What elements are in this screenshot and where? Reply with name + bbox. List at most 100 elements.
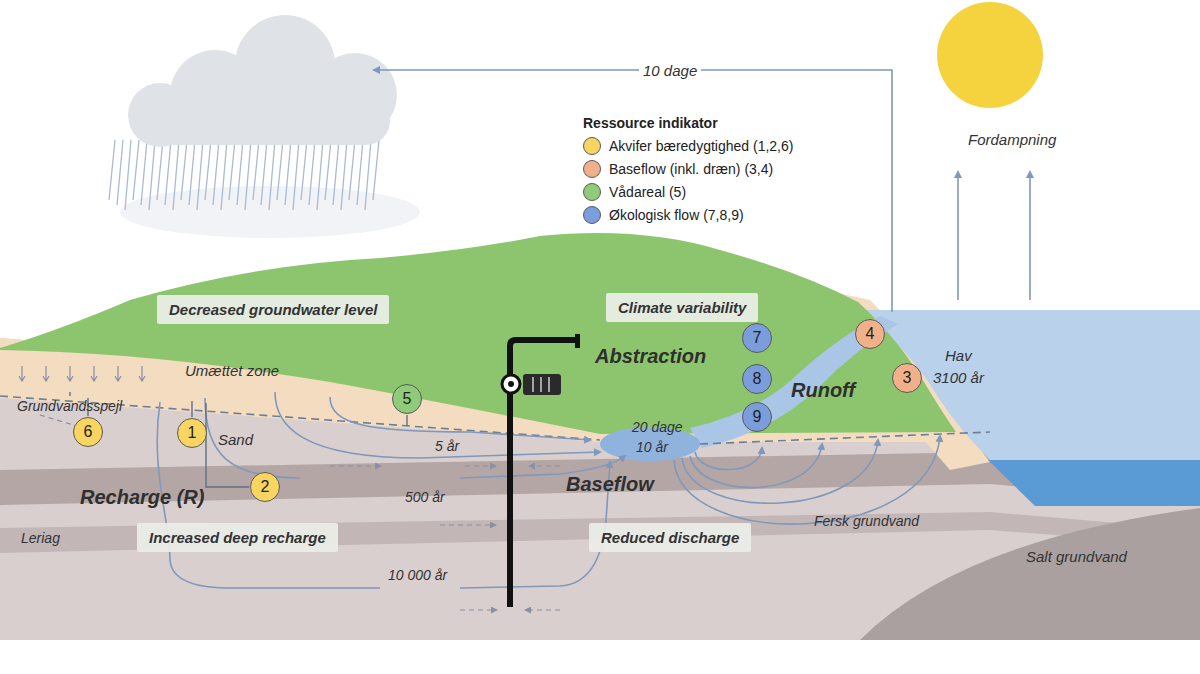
illustration-part — [109, 140, 379, 210]
illustration-part — [237, 140, 243, 205]
box-text: Climate variability — [618, 299, 746, 316]
callout-text: 7 — [753, 329, 762, 347]
illustration-part — [330, 465, 380, 466]
callout-text: 9 — [753, 408, 762, 426]
illustration-part — [277, 140, 283, 200]
legend-swatch — [583, 160, 601, 178]
illustration-part — [690, 444, 822, 488]
illustration-part — [173, 140, 179, 210]
text-label: 20 dage — [632, 419, 683, 435]
illustration-part — [67, 366, 73, 381]
illustration-part — [253, 140, 259, 200]
illustration-part — [317, 140, 323, 210]
illustration-part — [374, 70, 892, 312]
callout-text: 8 — [753, 370, 762, 388]
callout-number: 6 — [73, 417, 103, 447]
legend-swatch — [583, 206, 601, 224]
label-box: Climate variability — [606, 293, 758, 322]
text-label: Abstraction — [595, 345, 706, 368]
illustration-part — [125, 140, 131, 210]
illustration-part — [510, 340, 578, 360]
illustration-part — [0, 640, 1200, 674]
callout-text: 5 — [403, 390, 412, 408]
illustration-part — [341, 140, 347, 210]
illustration-part — [269, 140, 275, 210]
illustration-part — [526, 609, 560, 610]
callout-text: 2 — [261, 478, 270, 496]
illustration-part — [43, 366, 49, 381]
callout-number: 5 — [392, 384, 422, 414]
box-text: Reduced discharge — [601, 529, 739, 546]
illustration-part — [0, 233, 956, 434]
legend-swatch — [583, 137, 601, 155]
callout-text: 3 — [903, 369, 912, 387]
illustration-part — [333, 140, 339, 205]
illustration-part — [695, 448, 762, 470]
illustration-part — [140, 95, 390, 145]
text-label: Umættet zone — [185, 362, 279, 379]
illustration-part — [523, 374, 561, 395]
text-label: Sand — [218, 431, 253, 448]
legend-row: Økologisk flow (7,8,9) — [583, 206, 744, 224]
illustration-part — [19, 366, 25, 381]
illustration-part — [139, 366, 145, 381]
illustration-part — [213, 140, 219, 205]
green-surface — [0, 233, 956, 461]
illustration-part — [115, 366, 121, 381]
illustration-part — [197, 140, 203, 210]
illustration-part — [157, 402, 610, 588]
illustration-part — [205, 140, 211, 200]
water-table — [0, 366, 990, 444]
illustration-part — [460, 609, 496, 610]
label-box: Decreased groundwater level — [157, 295, 389, 324]
illustration-part — [937, 2, 1043, 108]
illustration-part — [330, 397, 590, 440]
callout-number: 7 — [742, 323, 772, 353]
text-label: 10 dage — [639, 62, 701, 79]
text-label: 10 000 år — [388, 567, 447, 583]
illustration-part — [117, 140, 123, 205]
illustration-part — [165, 140, 171, 205]
text-label: Fordampning — [968, 131, 1056, 148]
illustration-part — [293, 140, 299, 210]
illustration-part — [682, 440, 878, 503]
illustration-part — [221, 140, 227, 210]
legend-heading: Ressource indikator — [583, 115, 718, 131]
illustration-part — [245, 140, 251, 210]
text-label: Baseflow — [566, 473, 654, 496]
illustration-part — [181, 140, 187, 200]
callout-number: 1 — [177, 418, 207, 448]
text-label: Fersk grundvand — [814, 513, 919, 529]
illustration-part — [19, 366, 145, 381]
flow-direction — [40, 415, 560, 610]
illustration-part — [988, 460, 1200, 506]
illustration-part — [508, 381, 514, 387]
callout-text: 4 — [866, 325, 875, 343]
illustration-part — [575, 334, 580, 348]
text-label: Salt grundvand — [1026, 548, 1127, 565]
box-text: Increased deep recharge — [149, 529, 326, 546]
illustration-part — [191, 401, 192, 417]
text-label: Runoff — [791, 379, 855, 402]
illustration-part — [530, 465, 560, 466]
legend-text: Økologisk flow (7,8,9) — [609, 207, 744, 223]
flow-paths — [157, 70, 1030, 588]
illustration-part — [229, 140, 235, 200]
callout-number: 3 — [892, 363, 922, 393]
legend-row: Vådareal (5) — [583, 183, 686, 201]
text-label: Grundvandsspejl — [17, 398, 122, 414]
illustration-part — [141, 140, 147, 205]
label-box: Reduced discharge — [589, 523, 751, 552]
illustration-part — [275, 392, 600, 458]
illustration-part — [373, 140, 379, 200]
illustration-part — [189, 140, 195, 205]
illustration-part — [157, 140, 163, 200]
text-label: Hav — [945, 347, 972, 364]
sky — [109, 2, 1043, 238]
text-label: Recharge (R) — [80, 486, 204, 509]
illustration-part — [91, 366, 97, 381]
illustration-part — [1029, 172, 1031, 300]
callout-number: 8 — [742, 364, 772, 394]
illustration-part — [0, 396, 990, 444]
legend-text: Vådareal (5) — [609, 184, 686, 200]
